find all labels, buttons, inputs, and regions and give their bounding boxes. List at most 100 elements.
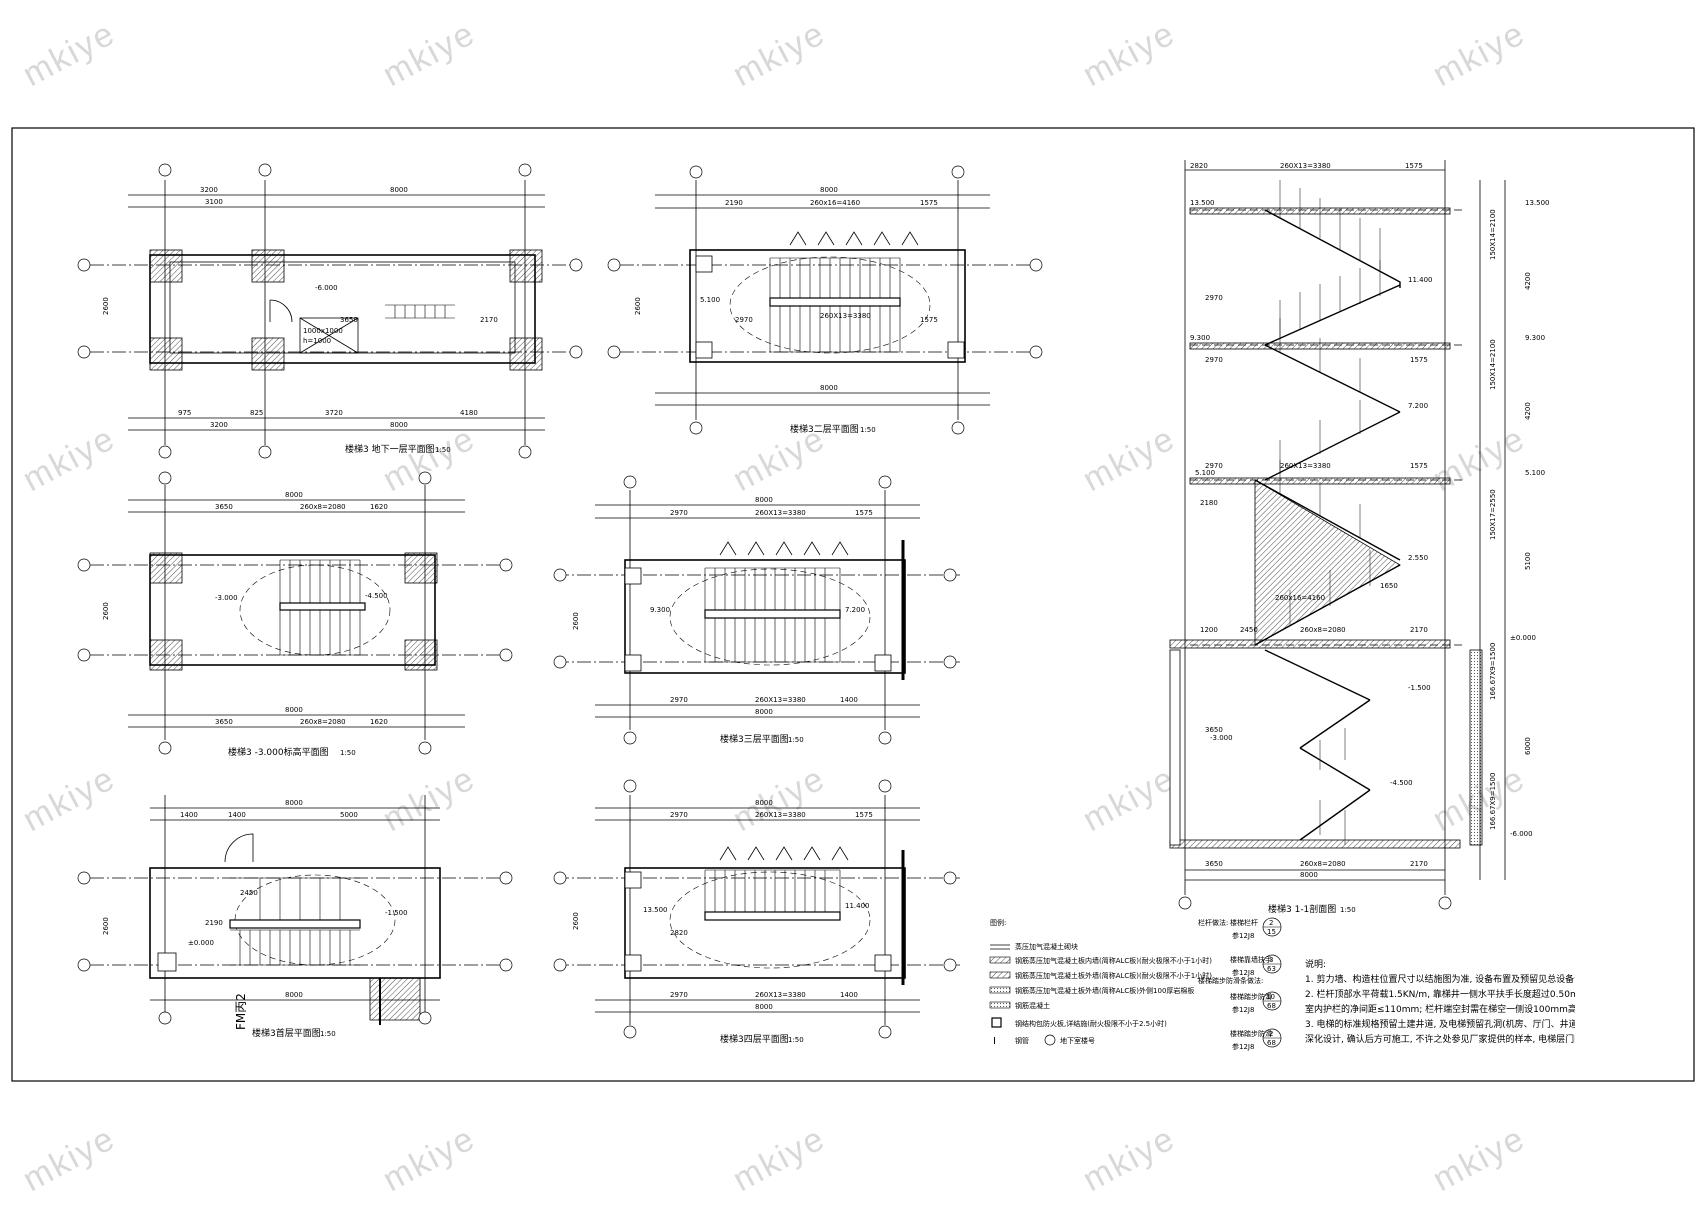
legend-item: 地下室楼号 bbox=[1060, 1036, 1095, 1045]
plan-b3-axes bbox=[77, 471, 513, 755]
ref-num: 68 bbox=[1267, 1039, 1276, 1047]
level-mark: 5.100 bbox=[1525, 469, 1545, 477]
level-mark: 11.400 bbox=[1408, 276, 1433, 284]
plan-scale: 1:50 bbox=[320, 1030, 336, 1038]
level-mark: -3.000 bbox=[1210, 734, 1233, 742]
dim-text: 260x8=2080 bbox=[1300, 626, 1346, 634]
plan-1f-axes bbox=[77, 871, 513, 1025]
dim-text: 2600 bbox=[102, 297, 110, 315]
dim-text: 2970 bbox=[735, 316, 753, 324]
dim-text: 1200 bbox=[1200, 626, 1218, 634]
level-mark: -6.000 bbox=[1510, 830, 1533, 838]
dim-text: 2600 bbox=[572, 612, 580, 630]
dim-text: 3650 bbox=[340, 316, 358, 324]
references: 栏杆做法: 楼梯踏步防滑条做法: 楼梯栏杆 参12J8 2 15 楼梯靠墙扶手 … bbox=[1198, 917, 1282, 1051]
dim-text: 2600 bbox=[102, 602, 110, 620]
dim-text: 8000 bbox=[1300, 871, 1318, 879]
dim-text: 3650 bbox=[1205, 860, 1223, 868]
dim-text: 8000 bbox=[390, 186, 408, 194]
plan-title: 楼梯3四层平面图 bbox=[720, 1033, 789, 1045]
dim-text: 2970 bbox=[670, 509, 688, 517]
section-title: 楼梯3 1-1剖面图 bbox=[1268, 903, 1336, 915]
level-mark: 9.300 bbox=[1190, 334, 1210, 342]
notes-title: 说明: bbox=[1305, 960, 1327, 970]
dim-text: 2190 bbox=[725, 199, 743, 207]
ref-num: 3 bbox=[1269, 956, 1273, 964]
plan-b1-axes bbox=[77, 163, 583, 459]
section-dim: 166.67X9=1500 bbox=[1489, 773, 1497, 830]
level-mark: 7.200 bbox=[845, 606, 865, 614]
ref-label: 栏杆做法: bbox=[1198, 918, 1228, 927]
plan-scale: 1:50 bbox=[435, 446, 451, 454]
dim-text: 2820 bbox=[1190, 162, 1208, 170]
legend-label: 图例: bbox=[990, 918, 1006, 927]
dim-text: 260X13=3380 bbox=[820, 312, 871, 320]
dim-text: 3650 bbox=[215, 718, 233, 726]
dim-text: 260x8=2080 bbox=[1300, 860, 1346, 868]
ref-name: 楼梯踏步防滑 bbox=[1230, 992, 1272, 1001]
dim-text: 3650 bbox=[215, 503, 233, 511]
dim-text: 2450 bbox=[1240, 626, 1258, 634]
ref-num: 2 bbox=[1269, 1030, 1273, 1038]
section-axes bbox=[1178, 896, 1452, 910]
ref-name: 楼梯栏杆 bbox=[1230, 918, 1258, 927]
ref-atlas: 参12J8 bbox=[1232, 931, 1254, 940]
dim-text: 1575 bbox=[920, 199, 938, 207]
note-line: 3. 电梯的标准规格预留土建井道, 及电梯预留孔洞(机房、厅门、井道、埋件等)均… bbox=[1305, 1020, 1575, 1030]
dim-text: 3650 bbox=[1205, 726, 1223, 734]
dim-text: 3200 bbox=[200, 186, 218, 194]
plan-2f-axes bbox=[607, 165, 1043, 435]
plan-b1 bbox=[90, 180, 570, 445]
note-line: 2. 栏杆顶部水平荷载1.5KN/m, 靠梯井一侧水平扶手长度超过0.50m时,… bbox=[1305, 990, 1575, 1000]
dim-text: 8000 bbox=[755, 1003, 773, 1011]
level-mark: 5.100 bbox=[1195, 469, 1215, 477]
dim-text: 8000 bbox=[755, 708, 773, 716]
beam-symbol: I bbox=[993, 1036, 996, 1047]
dim-text: 260x8=2080 bbox=[300, 503, 346, 511]
dim-text: 8000 bbox=[285, 799, 303, 807]
legend-item: 钢管 bbox=[1015, 1036, 1029, 1045]
dim-text: 4200 bbox=[1524, 272, 1532, 290]
dim-text: 2970 bbox=[670, 991, 688, 999]
dim-text: 260X13=3380 bbox=[755, 811, 806, 819]
legend-item: 钢筋蒸压加气混凝土板外墙(简称ALC板)(耐火极限不小于1小时) bbox=[1015, 971, 1212, 980]
plan-title: 楼梯3 地下一层平面图 bbox=[345, 443, 435, 455]
dim-text: 8000 bbox=[285, 706, 303, 714]
level-mark: ±0.000 bbox=[188, 939, 214, 947]
legend-item: 钢结构包防火板,详结施(耐火极限不小于2.5小时) bbox=[1015, 1019, 1167, 1028]
legend-item: 钢筋混凝土 bbox=[1015, 1001, 1050, 1010]
dim-text: 2820 bbox=[670, 929, 688, 937]
section-dim: 150X14=2100 bbox=[1489, 339, 1497, 390]
door-size: 1000x1000 bbox=[303, 327, 343, 335]
dim-text: 3200 bbox=[210, 421, 228, 429]
level-mark: -1.500 bbox=[1408, 684, 1431, 692]
dim-text: 2970 bbox=[1205, 356, 1223, 364]
note-line: 室内护栏的净间距≤110mm; 栏杆端空封需在梯空一侧设100mm高挡板。 bbox=[1305, 1005, 1575, 1015]
dim-text: 260X13=3380 bbox=[755, 509, 806, 517]
dim-text: 3100 bbox=[205, 198, 223, 206]
legend-item: 钢筋蒸压加气混凝土板内墙(简称ALC板)(耐火极限不小于1小时) bbox=[1015, 956, 1212, 965]
ref-atlas: 参12J8 bbox=[1232, 1005, 1254, 1014]
level-mark: -4.500 bbox=[365, 592, 388, 600]
plan-title: 楼梯3二层平面图 bbox=[790, 423, 859, 435]
level-mark: -6.000 bbox=[315, 284, 338, 292]
dim-text: 1575 bbox=[1405, 162, 1423, 170]
level-mark: 13.500 bbox=[643, 906, 668, 914]
dim-text: 2170 bbox=[480, 316, 498, 324]
level-mark: -3.000 bbox=[215, 594, 238, 602]
level-mark: 9.300 bbox=[1525, 334, 1545, 342]
dim-text: 2170 bbox=[1410, 626, 1428, 634]
dim-text: 1650 bbox=[1380, 582, 1398, 590]
dim-text: 260x16=4160 bbox=[810, 199, 860, 207]
section-dim: 150X14=2100 bbox=[1489, 209, 1497, 260]
dim-text: 1620 bbox=[370, 503, 388, 511]
ref-atlas: 参12J8 bbox=[1232, 1042, 1254, 1051]
dim-text: 2180 bbox=[1200, 499, 1218, 507]
dim-text: 4200 bbox=[1524, 402, 1532, 420]
dim-text: 1400 bbox=[840, 696, 858, 704]
dim-text: 2970 bbox=[1205, 294, 1223, 302]
plan-3f bbox=[555, 490, 960, 730]
ref-name: 楼梯踏步防滑 bbox=[1230, 1029, 1272, 1038]
